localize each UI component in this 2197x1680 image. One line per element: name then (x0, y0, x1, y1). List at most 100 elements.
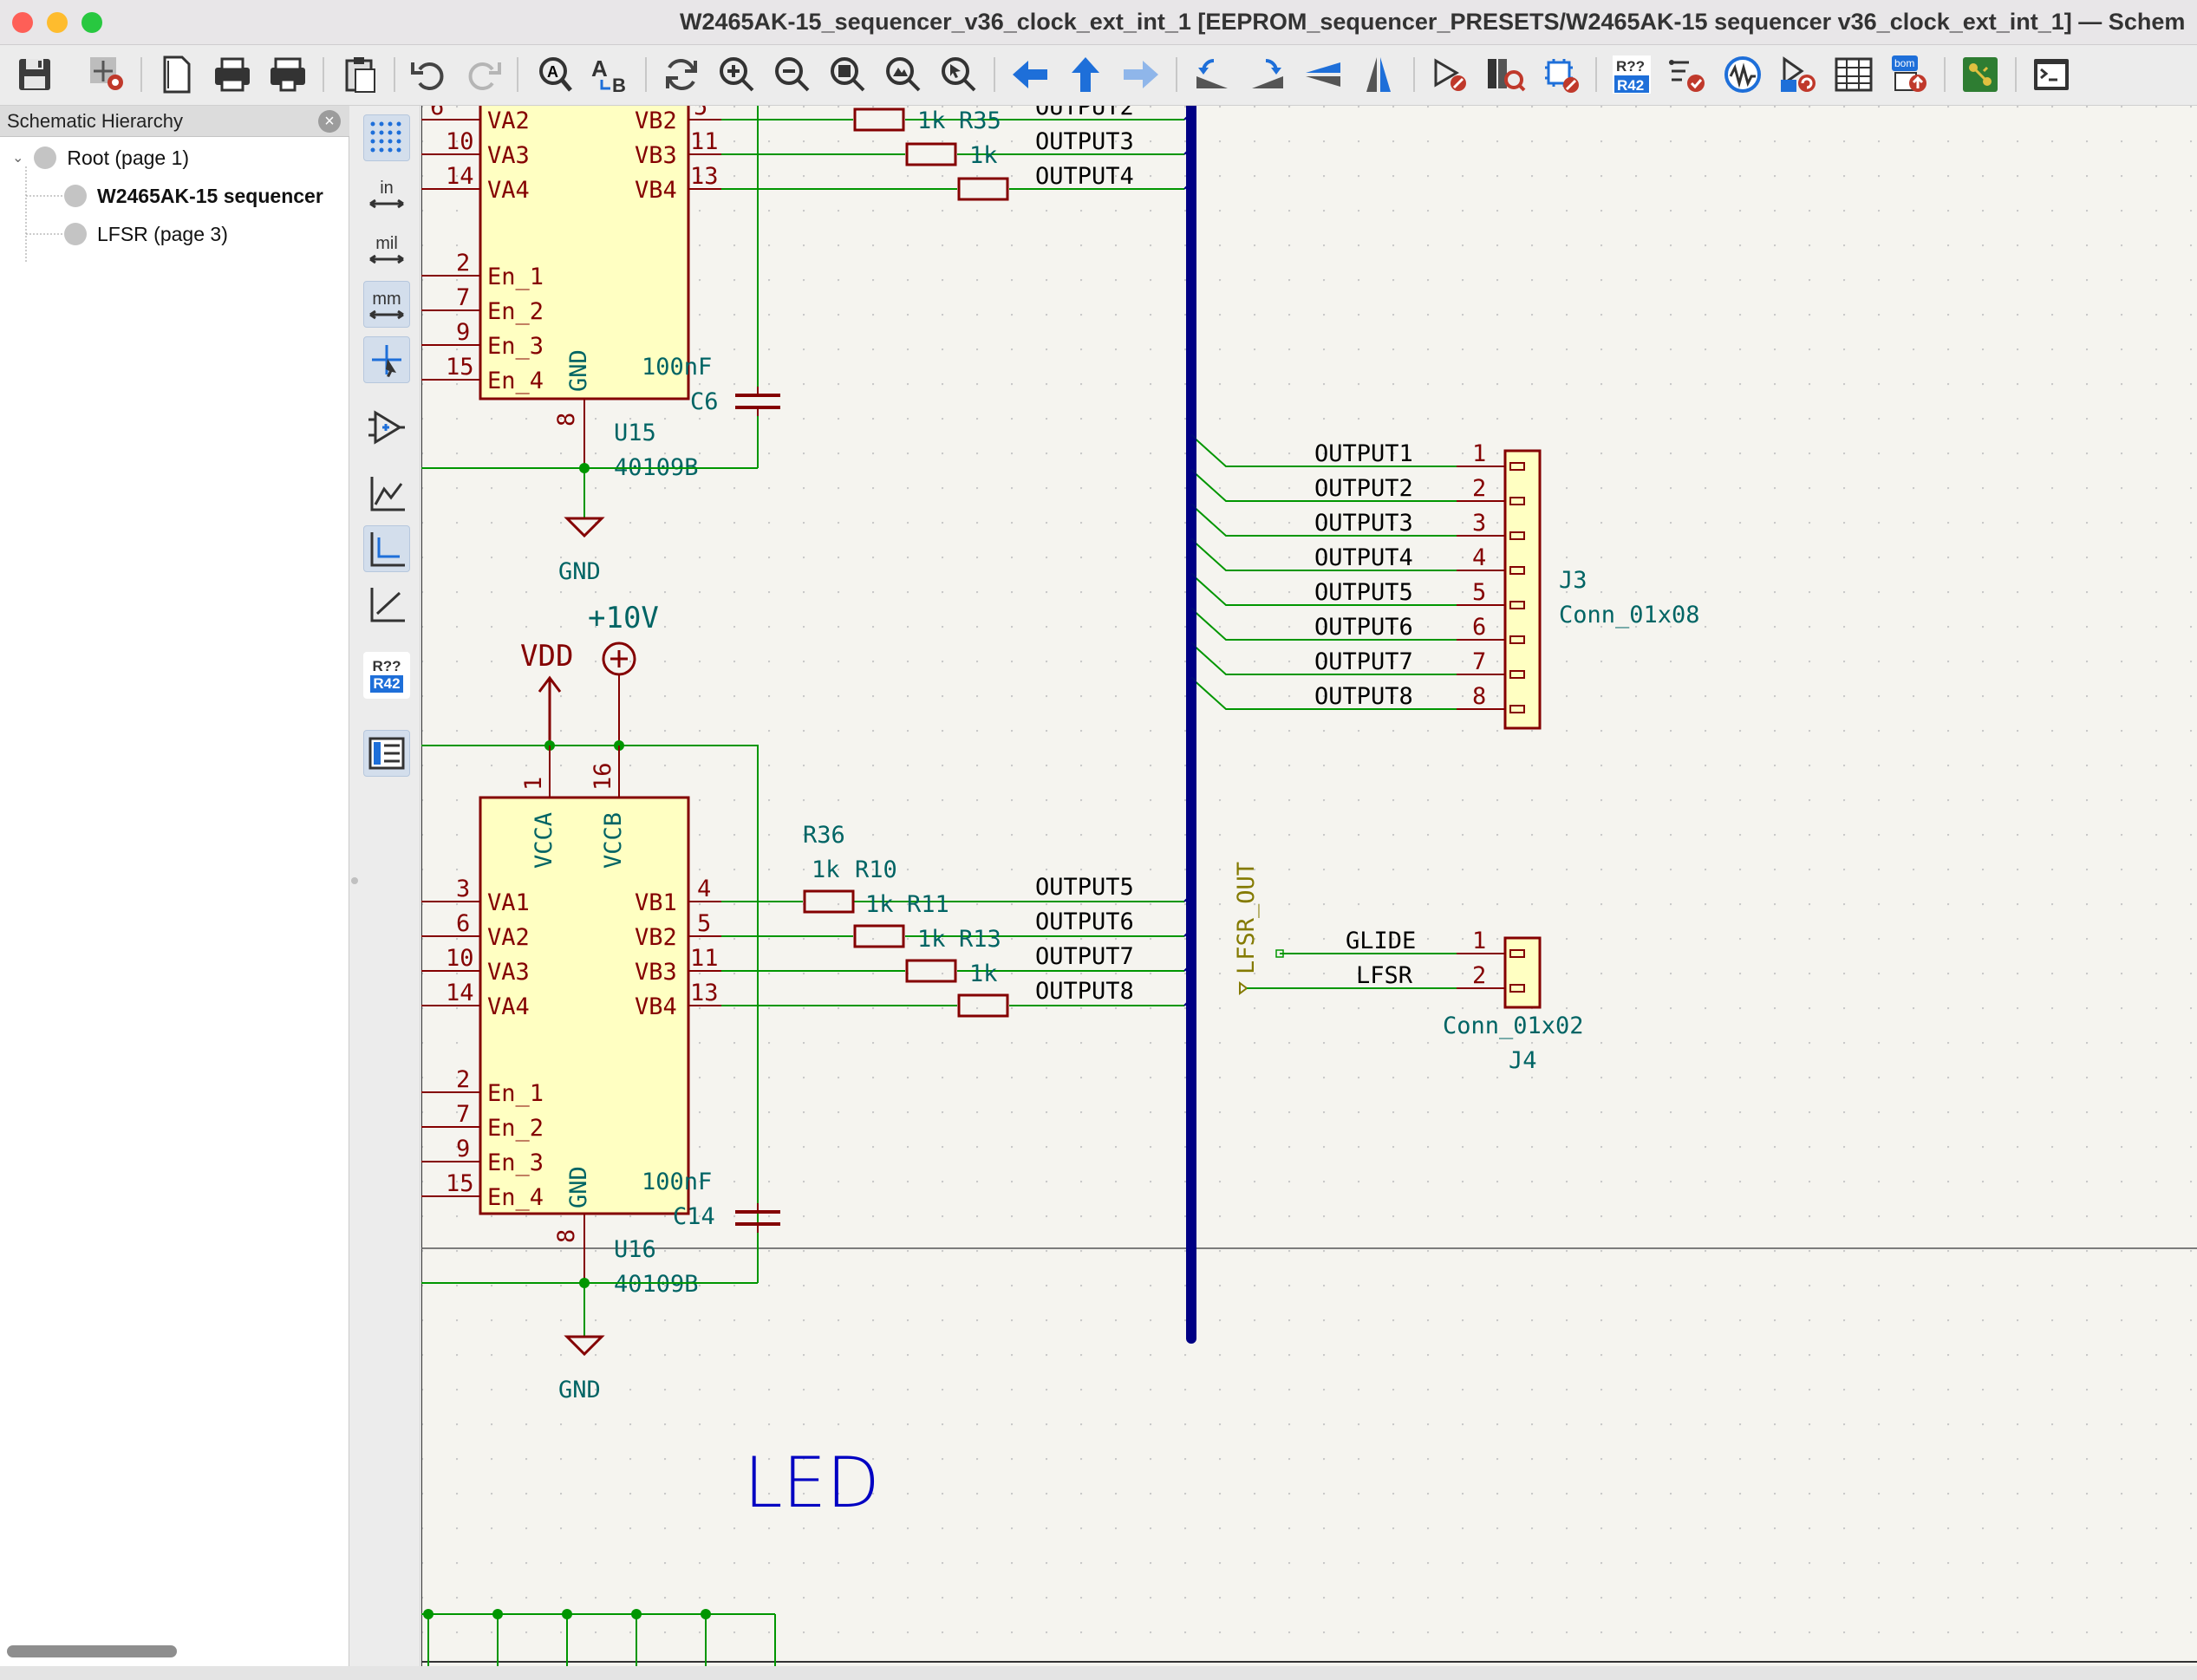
tree-item-label: LFSR (page 3) (97, 222, 228, 245)
refresh-icon[interactable] (657, 50, 706, 99)
resistor[interactable] (905, 142, 957, 166)
j4-connector[interactable]: 1 2 Conn_01x02 J4 (1443, 928, 1584, 1074)
u15-pin-num: 7 (456, 284, 470, 311)
units-mm-icon[interactable]: mm (363, 281, 410, 328)
navigate-back-icon[interactable] (1006, 50, 1054, 99)
grid-toggle-icon[interactable] (363, 114, 410, 161)
schematic-setup-icon[interactable] (83, 50, 132, 99)
annotation-toggle-icon[interactable]: R??R42 (363, 652, 410, 699)
erc-icon[interactable] (1663, 50, 1711, 99)
units-mils-icon[interactable]: mil (363, 225, 410, 272)
j4-pin-num: 1 (1472, 928, 1486, 954)
resistor[interactable] (957, 177, 1009, 201)
j3-connector[interactable]: 1 2 3 4 5 6 7 8 J3 Conn_01x08 (1457, 440, 1700, 730)
u15-pin-num: 10 (446, 128, 474, 155)
bom-icon[interactable]: bom (1885, 50, 1933, 99)
canvas-grid (421, 106, 2197, 1666)
title-bar: W2465AK-15_sequencer_v36_clock_ext_int_1… (0, 0, 2197, 45)
cursor-crosshair-icon[interactable] (363, 336, 410, 383)
r11-resistor[interactable] (853, 924, 905, 948)
r10-resistor[interactable] (803, 889, 855, 914)
bom-table-icon[interactable] (1829, 50, 1878, 99)
c6-capacitor[interactable]: 100nF C6 (642, 106, 780, 468)
svg-text:bom: bom (1894, 57, 1914, 69)
sheet-bullet-icon (64, 223, 87, 245)
zoom-window-button[interactable] (81, 12, 102, 33)
v10-power-symbol: +10V (588, 601, 659, 746)
line-mode-free-icon[interactable] (363, 470, 410, 517)
undo-icon[interactable] (404, 50, 453, 99)
panel-header: Schematic Hierarchy × (0, 106, 349, 137)
schematic-canvas[interactable]: 6 VA2 10 VA3 14 VA4 2 En_1 7 En_2 9 En_3… (421, 106, 2197, 1666)
tree-item-label: Root (page 1) (67, 146, 190, 169)
u15-pin-name: En_2 (487, 298, 544, 325)
minimize-window-button[interactable] (47, 12, 68, 33)
u15-pin-name: VA2 (487, 107, 530, 134)
horizontal-scrollbar[interactable] (7, 1645, 177, 1657)
u16-vcca-label: VCCA (531, 812, 557, 869)
navigate-up-icon[interactable] (1061, 50, 1110, 99)
line-mode-45-icon[interactable] (363, 581, 410, 628)
footprint-assign-icon[interactable] (1536, 50, 1585, 99)
zoom-objects-icon[interactable] (879, 50, 928, 99)
r36-resistor[interactable] (957, 993, 1009, 1018)
lfsr-out-hier-label[interactable]: LFSR_OUT (1233, 862, 1260, 995)
net-label: OUTPUT7 (1314, 648, 1413, 675)
u16-symbol[interactable]: VCCA VCCB 1 16 3 VA1 6 VA2 10 VA3 14 VA4… (421, 762, 721, 1298)
close-panel-icon[interactable]: × (318, 110, 341, 133)
save-icon[interactable] (10, 50, 59, 99)
status-bar (0, 1666, 2197, 1680)
units-inches-icon[interactable]: in (363, 170, 410, 217)
u15-symbol[interactable]: 6 VA2 10 VA3 14 VA4 2 En_1 7 En_2 9 En_3… (421, 106, 721, 481)
led-note-text: LED (744, 1442, 880, 1523)
r35-value: 1k (917, 107, 946, 134)
j3-value: Conn_01x08 (1559, 602, 1700, 628)
net-label: OUTPUT5 (1035, 874, 1134, 901)
u15-pin-num: 2 (456, 250, 470, 277)
symbol-browser-icon[interactable] (1481, 50, 1529, 99)
gnd-power-symbol: GND (558, 517, 605, 585)
net-label: GLIDE (1346, 928, 1416, 954)
scripting-console-icon[interactable] (2027, 50, 2076, 99)
c14-value: 100nF (642, 1169, 712, 1195)
u16-pin-name: VB1 (635, 889, 677, 916)
plot-icon[interactable] (264, 50, 312, 99)
expand-chevron-icon[interactable]: ⌄ (12, 151, 24, 166)
u16-pin-num: 16 (590, 762, 616, 791)
zoom-in-icon[interactable] (713, 50, 761, 99)
symbol-editor-icon[interactable] (1425, 50, 1474, 99)
netlist-icon[interactable] (1774, 50, 1822, 99)
r35-resistor[interactable] (853, 107, 905, 132)
mirror-horizontal-icon[interactable] (1354, 50, 1403, 99)
units-inches-label: in (380, 178, 394, 198)
mirror-vertical-icon[interactable] (1299, 50, 1347, 99)
find-icon[interactable]: A (531, 50, 579, 99)
close-window-button[interactable] (12, 12, 33, 33)
page-settings-icon[interactable] (153, 50, 201, 99)
print-icon[interactable] (208, 50, 257, 99)
hidden-pins-icon[interactable] (363, 404, 410, 451)
hierarchy-panel-toggle-icon[interactable] (363, 730, 410, 777)
j3-pin-num: 1 (1472, 440, 1486, 467)
paste-icon[interactable] (336, 50, 385, 99)
simulator-icon[interactable] (1718, 50, 1767, 99)
tree-item-lfsr[interactable]: LFSR (page 3) (64, 217, 228, 251)
r36-reference: R36 (803, 822, 845, 849)
zoom-selection-icon[interactable] (935, 50, 983, 99)
navigate-forward-icon[interactable] (1117, 50, 1165, 99)
line-mode-90-icon[interactable] (363, 525, 410, 572)
zoom-out-icon[interactable] (768, 50, 817, 99)
resize-handle[interactable] (351, 877, 358, 884)
zoom-fit-icon[interactable] (824, 50, 872, 99)
redo-icon[interactable] (460, 50, 508, 99)
c14-capacitor[interactable]: 100nF C14 (642, 1169, 780, 1233)
r13-resistor[interactable] (905, 959, 957, 983)
rotate-ccw-icon[interactable] (1188, 50, 1236, 99)
pcb-editor-icon[interactable] (1956, 50, 2005, 99)
j3-reference: J3 (1559, 567, 1587, 594)
annotate-icon[interactable]: R??R42 (1607, 50, 1656, 99)
rotate-cw-icon[interactable] (1243, 50, 1292, 99)
tree-item-root[interactable]: ⌄ Root (page 1) (12, 140, 189, 175)
tree-item-sequencer[interactable]: W2465AK-15 sequencer (64, 179, 349, 213)
